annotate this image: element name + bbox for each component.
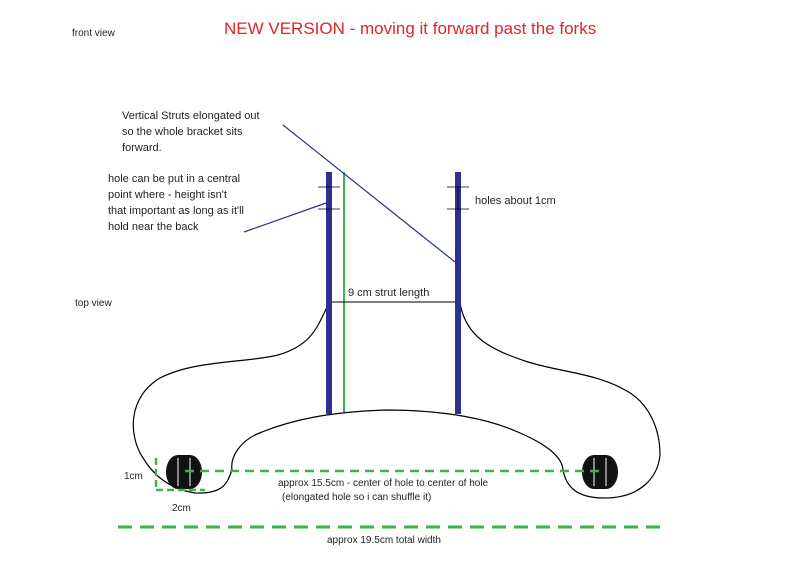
total-width-label: approx 19.5cm total width [327, 535, 441, 546]
hole-ticks [318, 186, 469, 210]
hole-note-line: that important as long as it'll [108, 205, 244, 217]
hole-width-label: 2cm [172, 503, 191, 514]
left-strut [326, 172, 332, 414]
struts-note: Vertical Struts elongated out so the who… [122, 110, 263, 154]
right-strut [455, 172, 461, 414]
struts-note-line: so the whole bracket sits [122, 126, 243, 138]
top-view-label: top view [75, 298, 112, 309]
diagram-title: NEW VERSION - moving it forward past the… [224, 19, 596, 38]
right-mounting-hole [582, 455, 618, 489]
struts-note-pointer [282, 124, 456, 263]
hole-note-pointer [243, 202, 327, 233]
front-view-label: front view [72, 28, 116, 39]
bracket-outline [132, 302, 661, 499]
hole-note-line: hole can be put in a central [108, 173, 240, 185]
left-mounting-hole [166, 455, 202, 489]
hole-height-label: 1cm [124, 471, 143, 482]
center-distance-label: approx 15.5cm - center of hole to center… [278, 478, 489, 489]
hole-note-line: hold near the back [108, 221, 199, 233]
struts-note-line: forward. [122, 142, 162, 154]
hole-note-line: point where - height isn't [108, 189, 227, 201]
hole-note: hole can be put in a central point where… [108, 173, 247, 233]
struts-note-line: Vertical Struts elongated out [122, 110, 260, 122]
holes-spacing-label: holes about 1cm [475, 195, 556, 207]
strut-length-label: 9 cm strut length [348, 287, 429, 299]
hole-size-dimensions [154, 458, 205, 492]
elongated-hole-label: (elongated hole so i can shuffle it) [282, 492, 431, 503]
